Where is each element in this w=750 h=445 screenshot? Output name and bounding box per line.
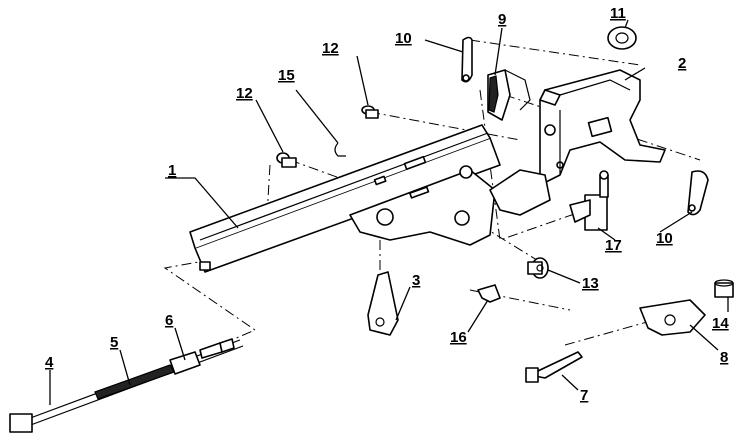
callout-8: 8 <box>720 349 728 366</box>
callout-labels: 1 2 3 4 5 6 7 8 9 10 10 11 12 12 13 14 1… <box>45 5 729 404</box>
callout-17: 17 <box>605 237 622 254</box>
part-1-lever <box>189 124 501 273</box>
part-9-ratchet-sector <box>487 69 531 121</box>
callout-15: 15 <box>278 67 295 84</box>
part-13-bushing <box>527 257 549 279</box>
part-17-latch <box>569 170 609 231</box>
part-14-nut <box>714 279 734 298</box>
callout-10-lower: 10 <box>656 230 673 247</box>
part-3-link <box>367 271 399 336</box>
part-10-upper-plate <box>461 36 473 83</box>
part-10-lower-plate <box>687 170 709 216</box>
callout-13: 13 <box>582 275 599 292</box>
callout-1: 1 <box>168 162 176 179</box>
part-7-bolt <box>525 351 583 383</box>
callout-2: 2 <box>678 55 686 72</box>
part-4-5-6-cable-assembly <box>9 338 244 433</box>
part-8-plate <box>639 299 706 336</box>
part-5-spring <box>94 364 175 400</box>
callout-16: 16 <box>450 329 467 346</box>
callout-4: 4 <box>45 354 54 371</box>
part-12-pin-lower <box>276 152 297 168</box>
callout-11: 11 <box>610 5 626 22</box>
lever-pivot-hole <box>376 208 394 226</box>
callout-7: 7 <box>580 387 588 404</box>
callout-14: 14 <box>712 315 729 332</box>
part-12-pin-upper <box>361 105 379 119</box>
callout-12-lower: 12 <box>236 85 253 102</box>
leader-lines <box>49 19 729 405</box>
part-2-bracket <box>489 69 666 216</box>
callout-10-upper: 10 <box>395 30 412 47</box>
callout-5: 5 <box>110 334 118 351</box>
callout-3: 3 <box>412 272 420 289</box>
part-15-clip <box>334 142 346 157</box>
callout-6: 6 <box>165 312 173 329</box>
callout-12-upper: 12 <box>322 40 339 57</box>
part-16-clip <box>477 284 501 303</box>
callout-9: 9 <box>498 11 506 28</box>
part-11-washer <box>607 26 637 50</box>
